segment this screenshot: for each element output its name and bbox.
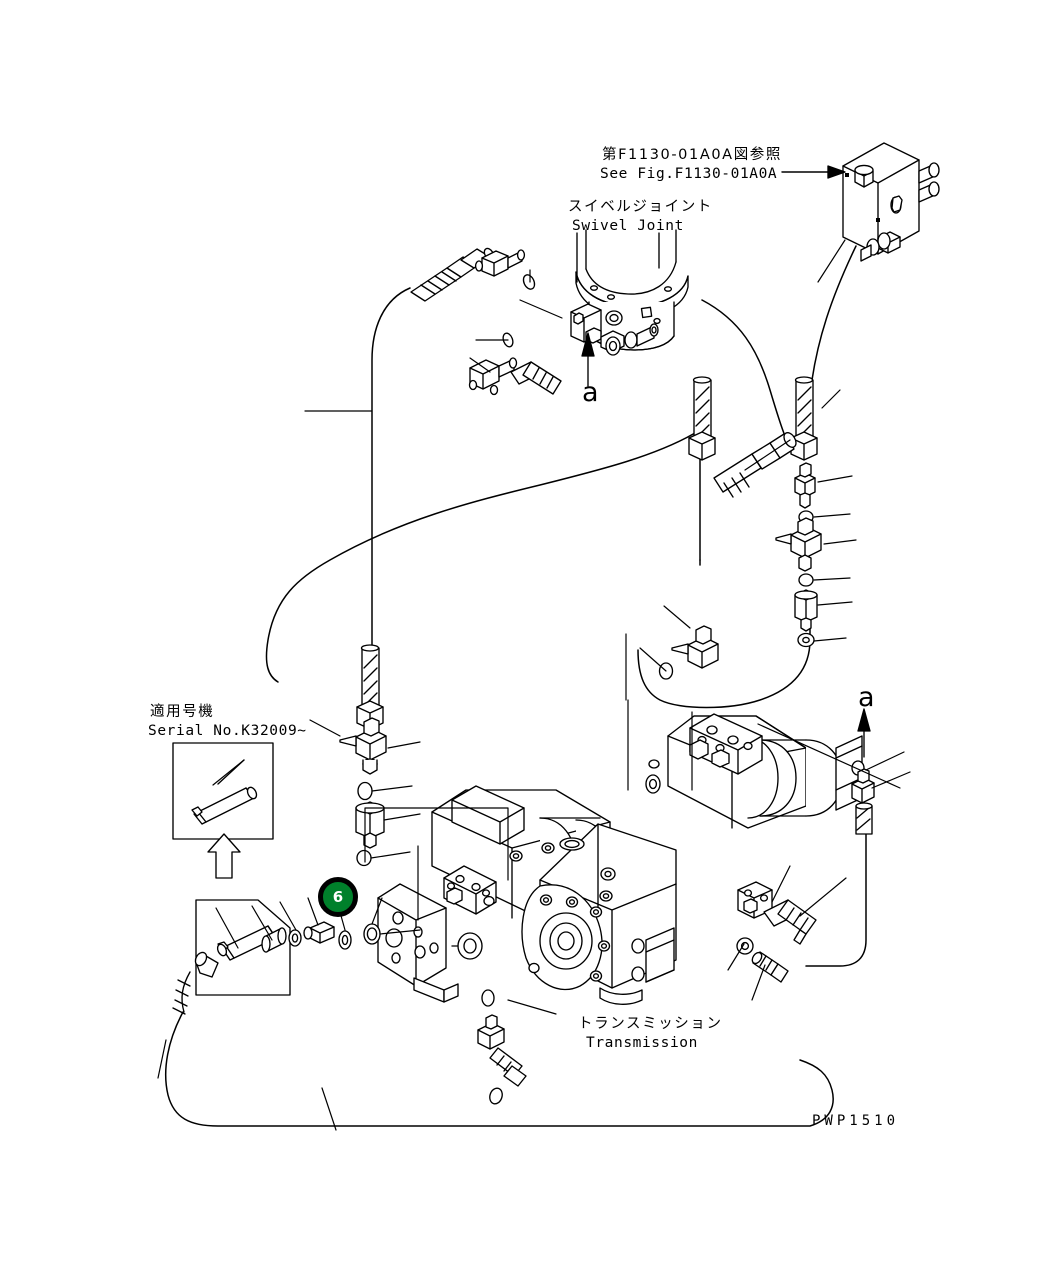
hose-upper-right-long: [811, 245, 857, 381]
left-exploded-column: [339, 644, 387, 867]
oring-upper-mid: [522, 274, 536, 290]
lower-center-fittings: [477, 989, 527, 1105]
callout-marker-6[interactable]: 6: [318, 877, 358, 917]
inset-up-arrow: [207, 833, 241, 879]
see-fig-leader: [781, 165, 846, 179]
callout-marker-6-number: 6: [332, 888, 344, 906]
section-mark-a-right: a: [858, 682, 875, 713]
hose-end-mid-right: [713, 432, 797, 498]
serial-label-jp: 適用号機: [150, 704, 215, 720]
valve-block: [842, 142, 940, 262]
right-lower-fittings: [736, 881, 817, 983]
swivel-joint: [570, 229, 689, 356]
hose-far-right-lower: [805, 827, 867, 967]
serial-inset-box: [172, 742, 274, 840]
far-right-lower-stack: [851, 760, 875, 835]
swivel-joint-leaders: [576, 232, 660, 283]
tee-fitting-upper-left: [474, 249, 526, 277]
transmission-label-jp: トランスミッション: [578, 1016, 723, 1032]
hose-bottom-loop: [165, 1011, 834, 1127]
hose-end-upper-left: [410, 247, 495, 302]
right-fitting-stack: [775, 376, 822, 648]
hose-mid-right: [265, 429, 701, 683]
section-mark-a-upper: a: [582, 377, 599, 408]
lower-left-exploded: [172, 899, 381, 1015]
leader-lines: [157, 239, 911, 1131]
transmission-label-en: Transmission: [586, 1035, 698, 1051]
right-exploded-column: [658, 376, 719, 680]
see-fig-label-en: See Fig.F1130-01A0A: [600, 166, 778, 182]
front-pump: [377, 785, 677, 1005]
section-arrow-a-upper: [581, 332, 595, 387]
hose-end-upper-mid: [510, 361, 562, 395]
swivel-joint-label-en: Swivel Joint: [572, 218, 684, 234]
rear-pump: [645, 713, 863, 829]
swivel-joint-label-jp: スイベルジョイント: [568, 199, 713, 215]
serial-label-en: Serial No.K32009~: [148, 723, 307, 739]
hose-left-upper: [371, 287, 411, 661]
hose-right-to-transmission: [637, 597, 811, 709]
transmission-assembly: [377, 713, 863, 1005]
tee-fitting-upper-left-2: [468, 357, 518, 396]
section-arrow-a-right: [857, 708, 871, 758]
see-fig-label-jp: 第F1130-01A0A図参照: [602, 147, 782, 163]
drawing-number: PWP1510: [812, 1113, 900, 1129]
